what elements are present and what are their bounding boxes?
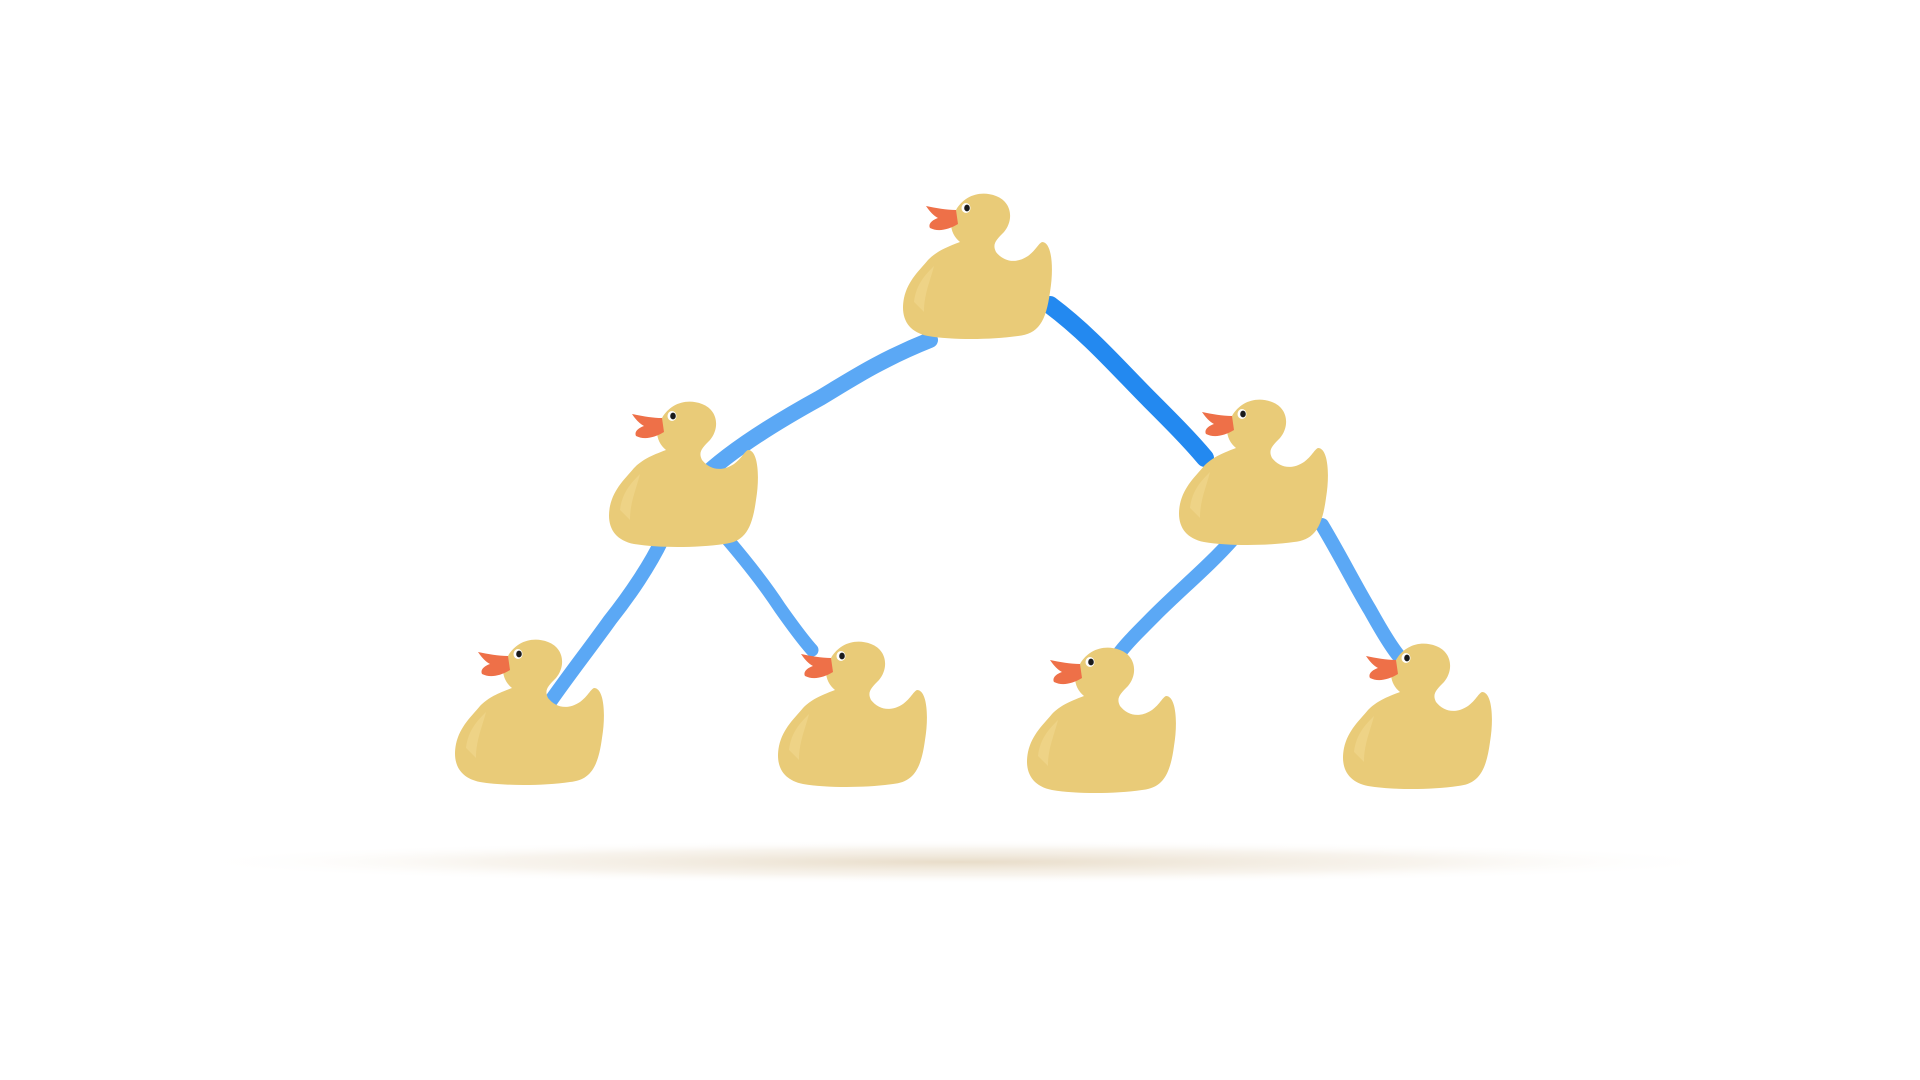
edge-left-leftleaf (541, 533, 669, 712)
rubber-duck-icon (1179, 399, 1328, 545)
rubber-duck-icon (609, 401, 758, 547)
edge-right-leftleaf (1111, 533, 1239, 662)
edge-root-right (1041, 296, 1214, 467)
rubber-duck-icon (1343, 643, 1492, 789)
rubber-duck-icon (1027, 647, 1176, 793)
tree-edges (541, 296, 1405, 712)
tree-nodes (455, 193, 1492, 793)
edge-root-left (692, 332, 938, 488)
ground-shadow (180, 840, 1740, 884)
rubber-duck-icon (778, 641, 927, 787)
rubber-duck-icon (903, 193, 1052, 339)
edge-left-rightleaf (721, 533, 819, 657)
edge-right-rightleaf (1315, 518, 1405, 662)
